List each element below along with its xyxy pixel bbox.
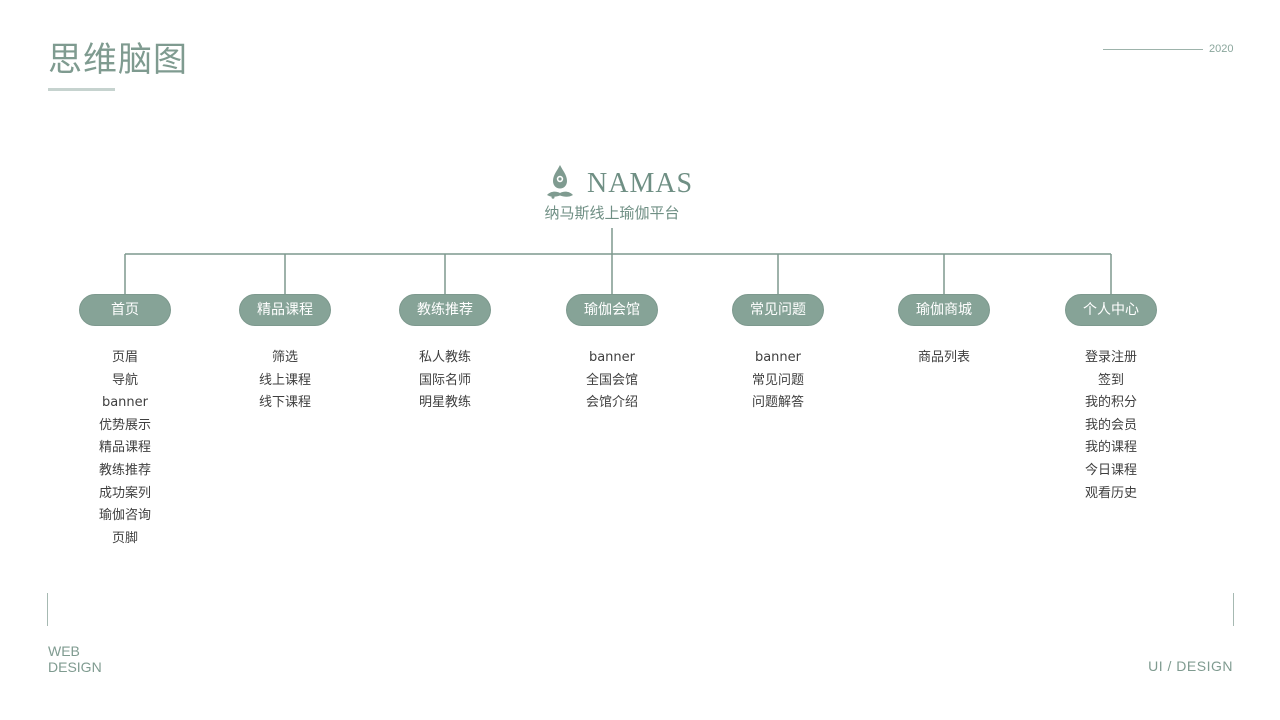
branch-item: 导航 [111,372,138,388]
branch-item-list: banner 常见问题问题解答 [713,347,843,415]
branch-item: banner [101,395,149,411]
branch-node: 首页 [79,294,171,326]
branch-item: 私人教练 [418,350,471,365]
branch-item-list: 登录注册签到我的积分我的会员我的课程今日课程观看历史 [1046,347,1176,505]
title-underline [48,88,115,91]
branch-item: 我的会员 [1084,417,1137,433]
branch-item: 线上课程 [258,372,311,388]
branch-item: 成功案列 [98,485,151,501]
web-design-line2: DESIGN [48,659,102,675]
branch-item: 筛选 [271,350,298,365]
branch-item: 我的积分 [1084,395,1137,411]
branch-item: 问题解答 [751,395,804,411]
branch-item: 常见问题 [751,372,804,388]
branch-node: 常见问题 [732,294,824,326]
branch-item: 明星教练 [418,395,471,411]
branch-item-list: 页眉导航 banner 优势展示精品课程教练推荐成功案列瑜伽咨询页脚 [60,347,190,550]
yoga-meditation-icon [547,165,573,199]
branch-item: 精品课程 [98,440,151,456]
branch-item: 瑜伽咨询 [98,508,151,524]
branch-node: 瑜伽会馆 [566,294,658,326]
branch-item-list: 私人教练国际名师明星教练 [380,347,510,415]
branch-item: 登录注册 [1084,350,1137,365]
corner-line-right [1233,593,1234,626]
year-divider [1103,49,1203,50]
corner-line-left [47,593,48,626]
branch-node: 个人中心 [1065,294,1157,326]
brand-logo: NAMAS [544,164,694,200]
branch-node: 瑜伽商城 [898,294,990,326]
branch-item-list: 筛选线上课程线下课程 [220,347,350,415]
branch-item: 观看历史 [1084,485,1137,501]
branch-item: 全国会馆 [585,372,638,388]
branch-node: 精品课程 [239,294,331,326]
branch-item-list: banner 全国会馆会馆介绍 [547,347,677,415]
year-label: 2020 [1209,43,1234,55]
brand-subtitle: 纳马斯线上瑜伽平台 [544,204,680,222]
branch-item: banner [754,350,802,365]
branch-node: 教练推荐 [399,294,491,326]
branch-item: 今日课程 [1084,462,1137,478]
page-title: 思维脑图 [48,40,188,80]
branch-item: 我的课程 [1084,440,1137,456]
branch-item: 签到 [1097,372,1124,388]
brand-name: NAMAS [587,168,694,199]
branch-item: 页眉 [111,350,138,365]
ui-design-label: UI / DESIGN [1148,658,1233,674]
branch-item: 会馆介绍 [585,395,638,411]
branch-item: 线下课程 [258,395,311,411]
branch-item-list: 商品列表 [879,347,1009,370]
web-design-line1: WEB [48,643,80,659]
branch-item: 商品列表 [917,350,970,365]
branch-item: 优势展示 [98,417,151,433]
branch-item: 页脚 [111,530,138,546]
branch-item: 教练推荐 [98,462,151,478]
web-design-label: WEB DESIGN [48,643,102,675]
branch-item: 国际名师 [418,372,471,388]
branch-item: banner [588,350,636,365]
